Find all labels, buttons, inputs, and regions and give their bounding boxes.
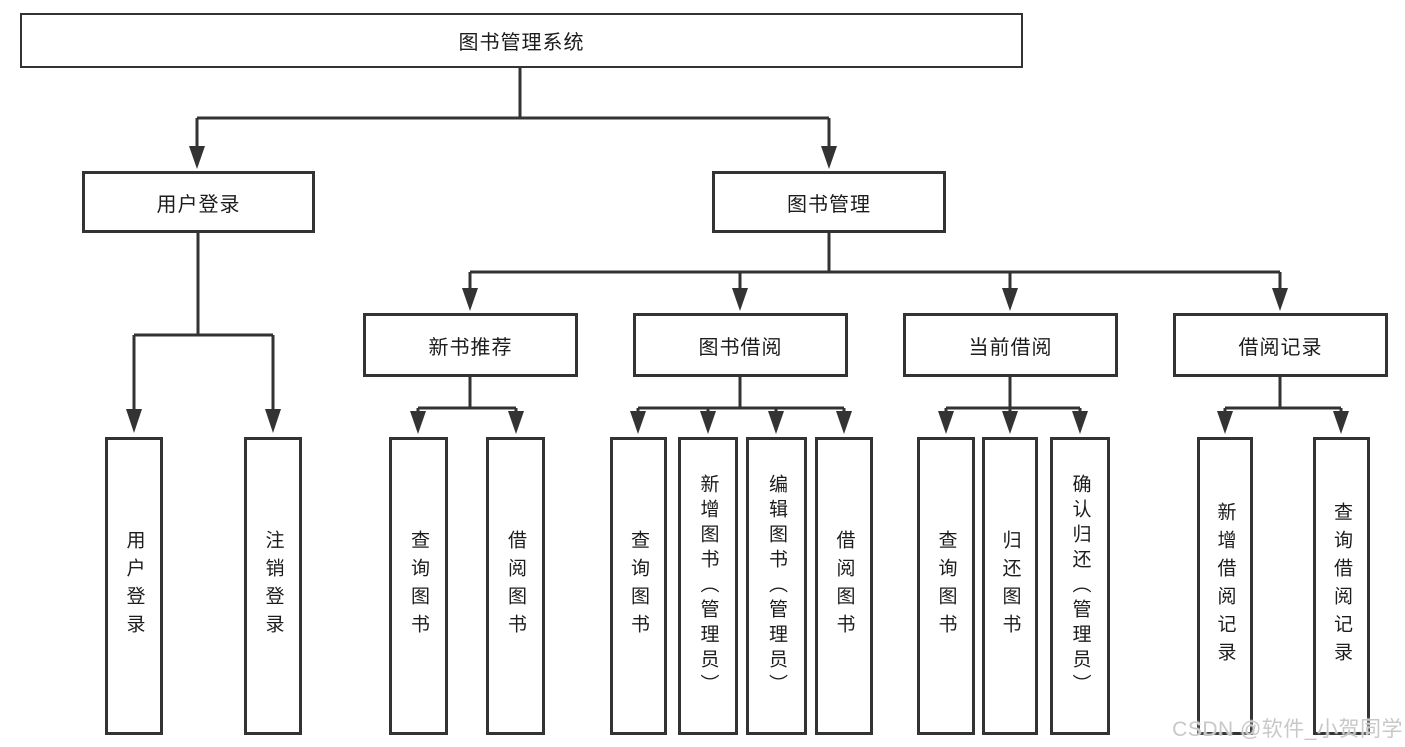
leaf-return-books: 归还图书: [982, 437, 1038, 735]
arrowhead-borrow-books-1: [508, 411, 524, 434]
node-book-management: 图书管理: [712, 171, 946, 233]
arrowhead-book-management: [821, 146, 837, 169]
connector-user-login-to-leaves: [126, 233, 281, 433]
leaf-edit-books-admin-label: 编辑图书（管理员）: [766, 473, 787, 699]
node-current-borrow-label: 当前借阅: [968, 336, 1053, 359]
connector-current-borrow-to-leaves: [938, 377, 1088, 434]
leaf-confirm-return-admin: 确认归还（管理员）: [1050, 437, 1110, 735]
csdn-watermark: CSDN @软件_小贺同学: [1172, 718, 1403, 741]
arrowhead-user-login: [189, 146, 205, 169]
arrowhead-current-borrow: [1002, 288, 1018, 311]
node-book-management-label: 图书管理: [787, 193, 871, 216]
leaf-query-books-1-label: 查询图书: [408, 530, 429, 642]
node-user-login-label: 用户登录: [156, 193, 241, 216]
leaf-borrow-books-1-label: 借阅图书: [505, 530, 526, 642]
leaf-query-books-2: 查询图书: [610, 437, 667, 735]
arrowhead-new-book-recommend: [462, 288, 478, 311]
arrowhead-query-books-3: [938, 411, 954, 434]
leaf-borrow-books-1: 借阅图书: [486, 437, 545, 735]
arrowhead-add-books: [700, 411, 716, 434]
leaf-query-books-1: 查询图书: [389, 437, 448, 735]
arrowhead-query-borrow-record: [1333, 411, 1349, 434]
leaf-confirm-return-admin-label: 确认归还（管理员）: [1069, 473, 1091, 699]
node-library-management-system: 图书管理系统: [20, 13, 1023, 68]
node-library-management-system-label: 图书管理系统: [458, 32, 585, 54]
leaf-add-books-admin-label: 新增图书（管理员）: [697, 473, 719, 699]
arrowhead-query-books-2: [630, 411, 646, 434]
node-new-book-recommend-label: 新书推荐: [428, 336, 513, 359]
arrowhead-leaf-user-login: [126, 409, 142, 433]
leaf-query-books-3-label: 查询图书: [935, 530, 957, 642]
connector-borrow-records-to-leaves: [1217, 377, 1349, 434]
node-borrow-records-label: 借阅记录: [1238, 336, 1323, 359]
arrowhead-leaf-logout: [265, 409, 281, 433]
arrowhead-add-borrow-record: [1217, 411, 1233, 434]
leaf-user-login-label: 用户登录: [123, 530, 145, 642]
node-user-login: 用户登录: [82, 171, 315, 233]
connector-new-book-recommend-to-leaves: [410, 377, 524, 434]
leaf-user-login: 用户登录: [105, 437, 163, 735]
connector-root-to-level2: [189, 68, 837, 169]
arrowhead-query-books-1: [410, 411, 426, 434]
arrowhead-confirm-return: [1072, 411, 1088, 434]
leaf-borrow-books-2-label: 借阅图书: [833, 530, 855, 642]
arrowhead-edit-books: [768, 411, 784, 434]
leaf-query-books-2-label: 查询图书: [628, 530, 649, 642]
connector-book-borrow-to-leaves: [630, 377, 852, 434]
leaf-logout: 注销登录: [244, 437, 302, 735]
arrowhead-borrow-records: [1272, 288, 1288, 311]
leaf-return-books-label: 归还图书: [999, 530, 1021, 642]
node-book-borrow: 图书借阅: [633, 313, 848, 377]
leaf-query-borrow-record: 查询借阅记录: [1313, 437, 1370, 735]
leaf-query-books-3: 查询图书: [917, 437, 975, 735]
connector-book-management-to-level3: [462, 233, 1288, 311]
arrowhead-return-books: [1002, 411, 1018, 434]
arrowhead-borrow-books-2: [836, 411, 852, 434]
node-book-borrow-label: 图书借阅: [698, 336, 783, 359]
arrowhead-book-borrow: [732, 288, 748, 311]
node-borrow-records: 借阅记录: [1173, 313, 1388, 377]
node-current-borrow: 当前借阅: [903, 313, 1118, 377]
leaf-add-borrow-record-label: 新增借阅记录: [1214, 502, 1236, 670]
leaf-add-books-admin: 新增图书（管理员）: [678, 437, 738, 735]
leaf-add-borrow-record: 新增借阅记录: [1197, 437, 1253, 735]
leaf-query-borrow-record-label: 查询借阅记录: [1331, 502, 1352, 670]
node-new-book-recommend: 新书推荐: [363, 313, 578, 377]
leaf-borrow-books-2: 借阅图书: [815, 437, 873, 735]
leaf-logout-label: 注销登录: [262, 530, 284, 642]
leaf-edit-books-admin: 编辑图书（管理员）: [746, 437, 807, 735]
